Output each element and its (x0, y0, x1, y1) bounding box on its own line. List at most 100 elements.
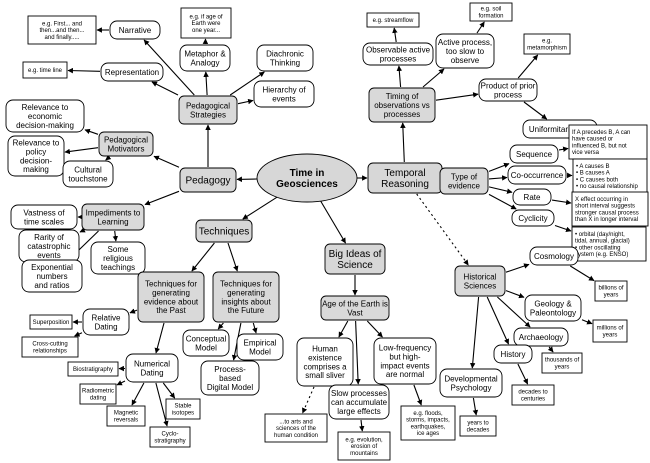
node-box (182, 329, 230, 357)
connector-numerical_dating-to-cyclo (155, 382, 169, 427)
node-box (337, 431, 391, 461)
connector-lowfreq-to-lowfreq_eg (413, 384, 423, 406)
node-box (523, 33, 571, 55)
connector-future_tech-to-empirical (252, 322, 258, 334)
node-label: Metaphor &Analogy (184, 49, 226, 67)
node-box (212, 271, 280, 323)
node-box (165, 398, 201, 420)
node-box (296, 337, 354, 387)
node-label: Techniques (199, 227, 250, 238)
connector-slow-to-slow_eg (358, 419, 365, 432)
node-streamflow: e.g. streamflow (366, 12, 420, 28)
connector-historical-to-devpsych (469, 296, 480, 369)
node-sequence: Sequence (509, 144, 559, 164)
node-box (98, 131, 154, 157)
node-box (264, 413, 328, 443)
connector-impediments-to-rarity (79, 227, 86, 233)
node-label: Cosmology (534, 252, 574, 261)
node-label: Archaeology (519, 333, 563, 342)
node-box (79, 383, 117, 405)
node-label: Superposition (33, 320, 70, 326)
node-label: Rate (524, 193, 541, 202)
node-box (454, 265, 506, 297)
node-box (541, 352, 583, 374)
node-box (469, 2, 513, 22)
node-box (459, 415, 497, 437)
connector-pedagogical_strategies-to-diachronic (229, 71, 265, 96)
node-rate: Rate (512, 188, 552, 206)
node-label: • A causes B• B causes A• C causes both•… (576, 164, 638, 190)
node-label: e.g. streamflow (373, 18, 414, 24)
node-label: e.g. floods,storms, impacts,earthquakes,… (406, 411, 450, 437)
node-box (493, 344, 533, 364)
connector-pedagogy-to-impediments (144, 190, 180, 206)
connector-relative_dating-to-crosscutting (74, 331, 83, 337)
connector-age_earth-to-slow (355, 320, 361, 385)
connector-historical-to-archaeology (497, 296, 531, 328)
connector-cosmology-to-billions (570, 265, 595, 282)
node-label: Biostratigraphy (73, 367, 113, 373)
node-box (594, 280, 628, 302)
connector-active_slow-to-soil (476, 21, 485, 34)
node-box (507, 165, 567, 185)
node-cyclo: Cyclo-stratigraphy (149, 426, 191, 448)
node-metamorphism: e.g.metamorphism (523, 33, 571, 55)
node-box (62, 160, 114, 188)
node-box (571, 191, 649, 227)
node-box (109, 20, 161, 40)
node-box (572, 158, 648, 194)
connector-pedagogical_motivators-to-policy (64, 147, 99, 155)
connector-techniques-to-past_tech (191, 242, 215, 272)
node-box (180, 7, 232, 39)
connector-sequence-to-sequence_note (558, 146, 569, 152)
node-box (511, 209, 555, 227)
connector-root-to-big_ideas (320, 200, 346, 244)
node-box (100, 62, 164, 82)
node-box (256, 153, 358, 203)
node-box (253, 80, 315, 108)
node-box (511, 384, 555, 406)
node-box (524, 294, 582, 322)
connector-pedagogical_strategies-to-metaphor (203, 71, 209, 96)
node-box (529, 246, 579, 266)
connector-age_earth-to-human_sliver (338, 320, 349, 338)
node-label: Sequence (516, 150, 553, 159)
node-label: Co-occurrence (511, 171, 564, 180)
connector-numerical_dating-to-radiometric (116, 380, 126, 386)
node-label: Uniformitarianism (529, 125, 592, 134)
node-metaphor: Metaphor &Analogy (179, 44, 231, 72)
connector-pedagogical_motivators-to-cultural (105, 154, 112, 161)
node-box (178, 95, 238, 125)
